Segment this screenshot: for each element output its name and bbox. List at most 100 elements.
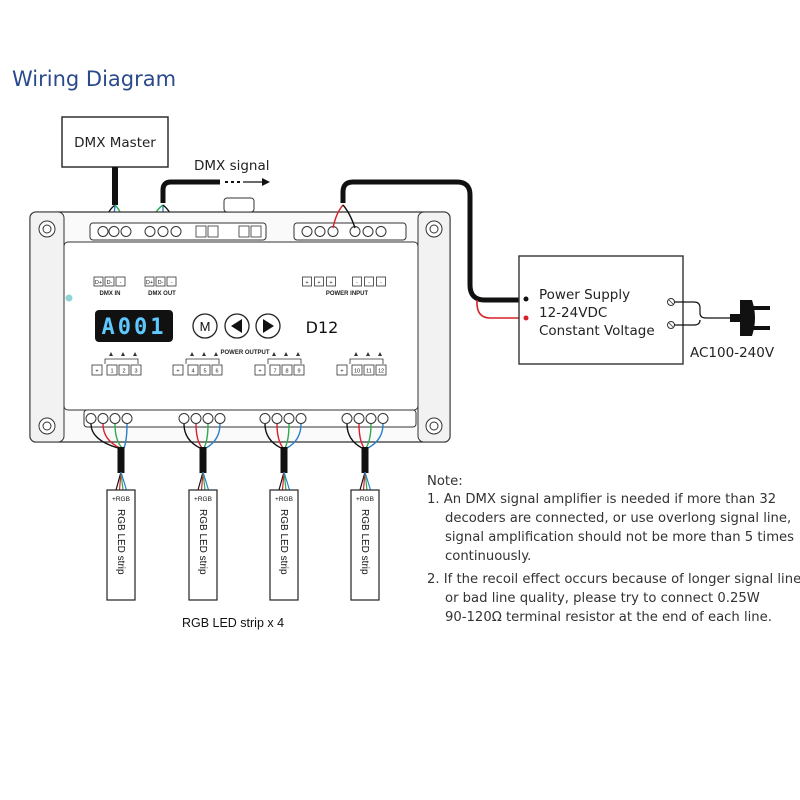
controller-display: A001 — [95, 310, 173, 342]
output-channel-label: 6 — [215, 369, 218, 375]
output-plus-box — [254, 364, 266, 376]
power-input-terminal-label: + — [317, 280, 320, 286]
strip-wire — [202, 471, 210, 491]
output-plus-label: + — [258, 369, 261, 375]
output-channel-box — [211, 364, 223, 376]
output-channel-box — [375, 364, 387, 376]
terminal-screw — [341, 413, 353, 424]
led-symbol-icon — [202, 352, 206, 356]
power-input-terminal-box — [364, 276, 374, 287]
led-strip-body — [106, 489, 136, 601]
strip-label: RGB LED strip — [115, 509, 126, 575]
terminal-screw — [362, 226, 374, 237]
terminal-screw — [295, 413, 307, 424]
cable-sheath — [199, 447, 207, 473]
dmx-in-gnd: - — [120, 280, 122, 286]
right-button[interactable] — [255, 313, 281, 339]
note-line-6: or bad line quality, please try to conne… — [445, 591, 760, 606]
output-channel-box — [199, 364, 211, 376]
led-symbol-icon — [366, 352, 370, 356]
power-input-terminal-labels: +++--- — [302, 276, 386, 287]
dmx-out-dminus: D- — [158, 280, 164, 286]
terminal-screw — [85, 413, 97, 424]
strip-pin-label: +RGB — [112, 496, 130, 503]
output-channel-label: 11 — [366, 369, 372, 375]
ac-plug-icon — [674, 300, 770, 336]
power-input-terminal-label: + — [329, 280, 332, 286]
left-button[interactable] — [224, 313, 250, 339]
output-wire — [203, 423, 209, 449]
output-wire — [358, 423, 365, 449]
display-readout: A001 — [102, 315, 167, 340]
output-wire — [195, 423, 203, 449]
power-supply-box — [518, 255, 684, 365]
dmx-out-dplus: D+ — [146, 280, 153, 286]
output-channel-label: 3 — [134, 369, 137, 375]
strip-label: RGB LED strip — [278, 509, 289, 575]
led-symbol-icon — [354, 352, 358, 356]
output-plus-label: + — [340, 369, 343, 375]
led-symbol-icon — [272, 352, 276, 356]
led-symbol-icon — [378, 352, 382, 356]
note-line-1: 1. An DMX signal amplifier is needed if … — [427, 492, 776, 507]
top-terminal-screws — [97, 225, 387, 238]
dmx-master-label: DMX Master — [74, 135, 156, 151]
terminal-screw — [353, 413, 365, 424]
output-plus-label: + — [176, 369, 179, 375]
led-symbol-icon — [109, 352, 113, 356]
output-wire — [114, 423, 123, 449]
strip-pin-label: +RGB — [356, 496, 374, 503]
power-input-label: POWER INPUT — [326, 291, 369, 297]
terminal-screw — [314, 226, 326, 237]
led-symbol-icon — [214, 352, 218, 356]
terminal-screw — [214, 413, 226, 424]
dmx-out-gnd: - — [171, 280, 173, 286]
output-wire — [102, 423, 121, 449]
cable-sheath — [280, 447, 288, 473]
led-strip-body — [188, 489, 218, 601]
output-plus-box — [91, 364, 103, 376]
led-strip-caption: RGB LED strip x 4 — [182, 616, 284, 630]
rgb-led-strip: +RGB RGB LED strip — [90, 423, 136, 601]
output-channel-label: 9 — [297, 369, 300, 375]
terminal-screw — [377, 413, 389, 424]
power-input-terminal-box — [314, 276, 324, 287]
terminal-screw — [301, 226, 313, 237]
power-supply-line2: 12-24VDC — [539, 305, 607, 321]
output-wire — [346, 423, 363, 449]
output-channel-label: 2 — [122, 369, 125, 375]
power-input-terminal-box — [326, 276, 336, 287]
output-wire — [90, 423, 119, 449]
power-input-terminal-label: - — [368, 280, 370, 286]
terminal-screw — [144, 226, 156, 237]
model-label: D12 — [306, 318, 339, 337]
power-input-terminal-box — [376, 276, 386, 287]
output-wire — [183, 423, 201, 449]
led-strip-body — [350, 489, 380, 601]
note-line-2: decoders are connected, or use overlong … — [445, 511, 791, 526]
output-channel-label: 10 — [354, 369, 360, 375]
output-wire — [264, 423, 282, 449]
power-input-cable — [332, 179, 526, 319]
mode-button[interactable]: M — [192, 313, 218, 339]
dmx-signal-arrow — [225, 178, 270, 186]
left-arrow-icon — [231, 319, 242, 333]
power-input-terminal-label: - — [380, 280, 382, 286]
terminal-screw — [97, 413, 109, 424]
output-channel-box — [269, 364, 281, 376]
output-wire — [367, 423, 384, 449]
dmx-in-dminus: D- — [107, 280, 113, 286]
strip-label: RGB LED strip — [359, 509, 370, 575]
terminal-screw — [120, 226, 132, 237]
terminal-screw — [109, 413, 121, 424]
output-channel-box — [281, 364, 293, 376]
output-group-bracket — [349, 358, 384, 364]
output-channel-label: 7 — [273, 369, 276, 375]
output-plus-label: + — [95, 369, 98, 375]
power-input-terminal-box — [352, 276, 362, 287]
led-symbol-icon — [296, 352, 300, 356]
